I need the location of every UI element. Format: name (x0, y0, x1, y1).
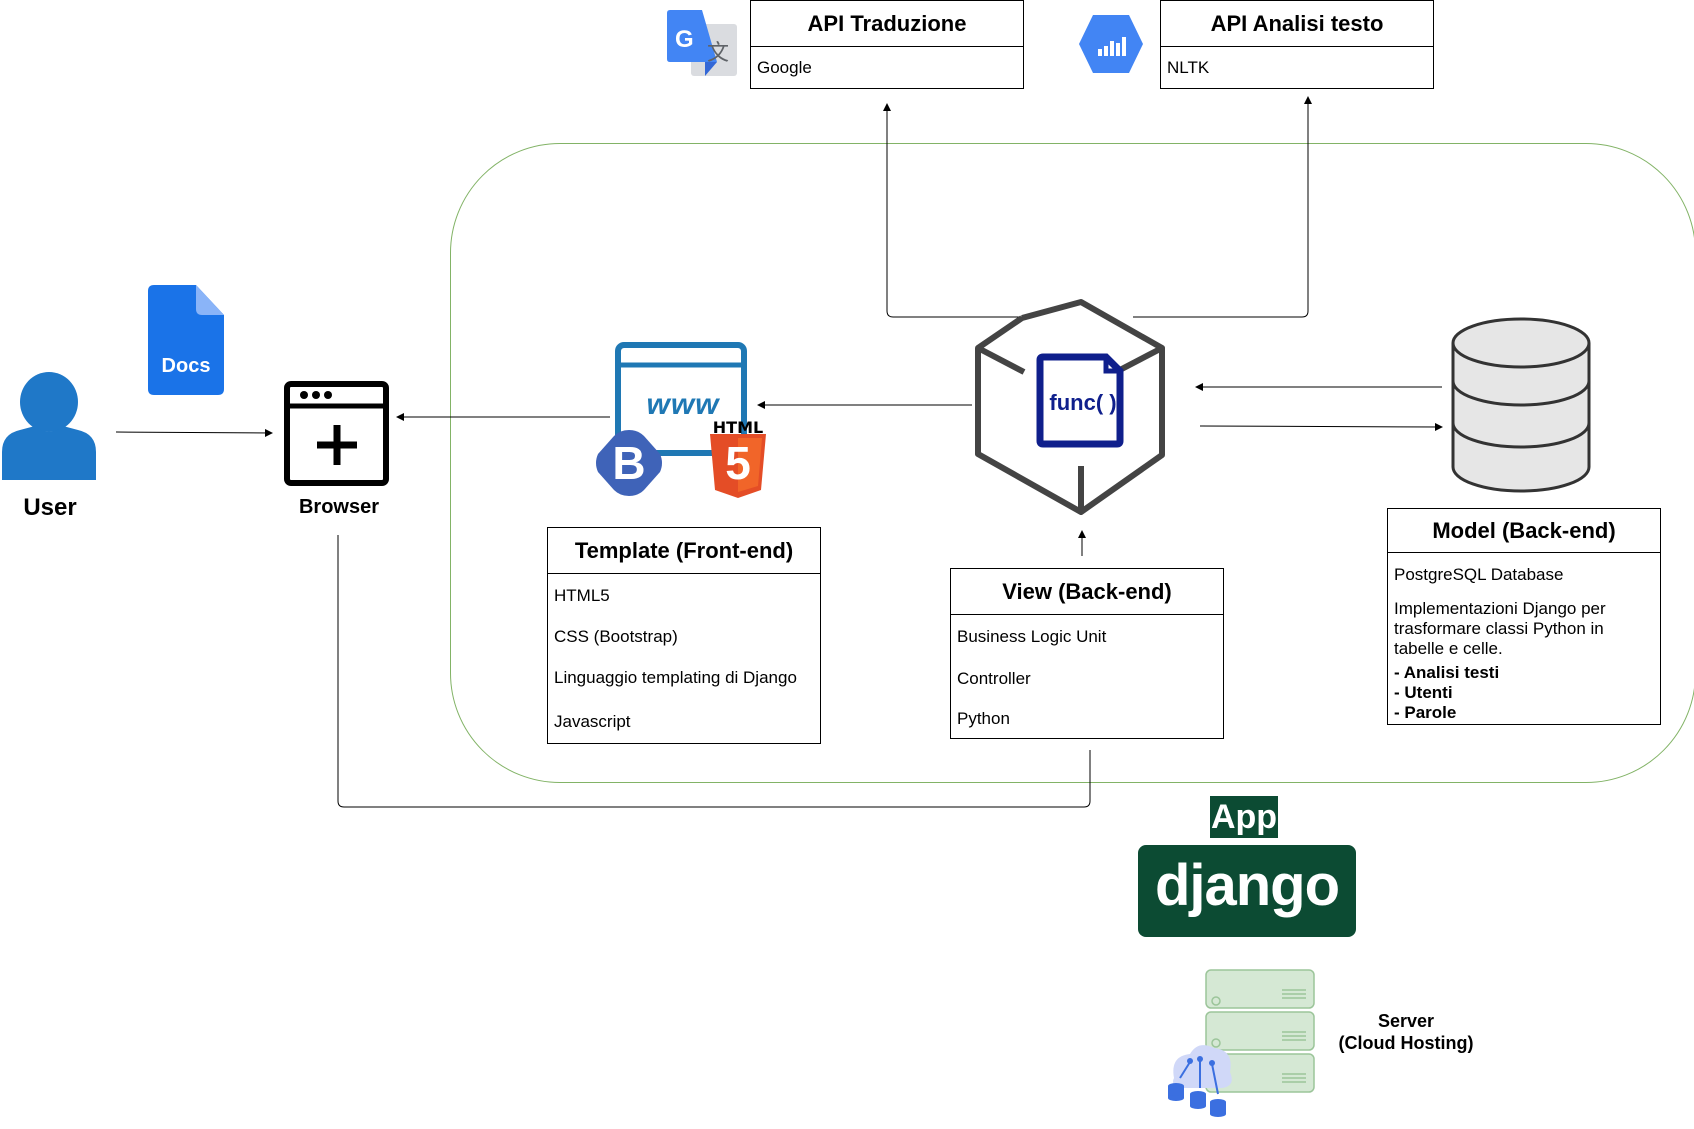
docs-icon (148, 285, 224, 395)
model-bold-item: - Parole (1394, 703, 1457, 722)
cloud-analysis-icon (1079, 15, 1143, 73)
server-label-line2: (Cloud Hosting) (1338, 1033, 1474, 1053)
api-translation-provider: Google (757, 58, 812, 77)
view-item: Controller (957, 669, 1031, 688)
view-title: View (Back-end) (951, 569, 1223, 615)
web-template-icon (615, 342, 747, 456)
model-card: Model (Back-end) PostgreSQL Database Imp… (1387, 508, 1661, 725)
func-to-analysis-arrow (1133, 96, 1312, 318)
api-analysis-card: API Analisi testo NLTK (1160, 0, 1434, 89)
html5-icon (710, 434, 766, 498)
model-bold-item: - Utenti (1394, 683, 1453, 702)
user-to-browser-arrow (115, 428, 273, 437)
app-badge: App (1210, 796, 1278, 838)
google-translate-icon: G 文 (667, 10, 737, 76)
api-translation-title: API Traduzione (751, 1, 1023, 47)
browser-view-loop-line (337, 535, 1091, 808)
www-text: www (646, 388, 720, 421)
bootstrap-letter: B (612, 437, 646, 489)
template-item: HTML5 (554, 586, 610, 605)
model-title: Model (Back-end) (1388, 509, 1660, 553)
template-item: Javascript (554, 712, 631, 731)
browser-label: Browser (298, 496, 380, 518)
view-item: Python (957, 709, 1010, 728)
docs-label: Docs (161, 355, 211, 377)
template-card: Template (Front-end) HTML5 CSS (Bootstra… (547, 527, 821, 744)
server-icon (1168, 969, 1315, 1117)
api-translation-card: API Traduzione Google (750, 0, 1024, 89)
app-boundary (450, 143, 1694, 783)
api-analysis-title: API Analisi testo (1161, 1, 1433, 47)
svg-text:文: 文 (707, 41, 729, 66)
django-logo (1138, 845, 1356, 937)
api-analysis-provider: NLTK (1167, 58, 1210, 77)
html-label: HTML (712, 418, 764, 437)
model-item: Implementazioni Django per trasformare c… (1394, 599, 1606, 658)
bootstrap-icon (596, 430, 662, 496)
svg-text:G: G (675, 26, 694, 53)
func-to-db-arrow (1199, 422, 1443, 431)
func-label: func( ) (1049, 390, 1117, 415)
user-icon (2, 372, 96, 480)
template-title: Template (Front-end) (548, 528, 820, 574)
template-item: Linguaggio templating di Django (554, 668, 797, 687)
browser-icon (284, 381, 389, 486)
func-cube-icon (975, 299, 1165, 515)
func-to-translation-arrow (883, 103, 1022, 318)
html5-digit: 5 (725, 437, 751, 489)
view-item: Business Logic Unit (957, 627, 1107, 646)
django-logo-text: django (1154, 853, 1340, 918)
model-item: PostgreSQL Database (1394, 565, 1564, 584)
template-item: CSS (Bootstrap) (554, 627, 678, 646)
database-icon (1451, 317, 1591, 493)
model-bold-item: - Analisi testi (1394, 663, 1500, 682)
view-card: View (Back-end) Business Logic Unit Cont… (950, 568, 1224, 739)
user-label: User (23, 494, 77, 521)
server-label-line1: Server (1377, 1011, 1435, 1031)
